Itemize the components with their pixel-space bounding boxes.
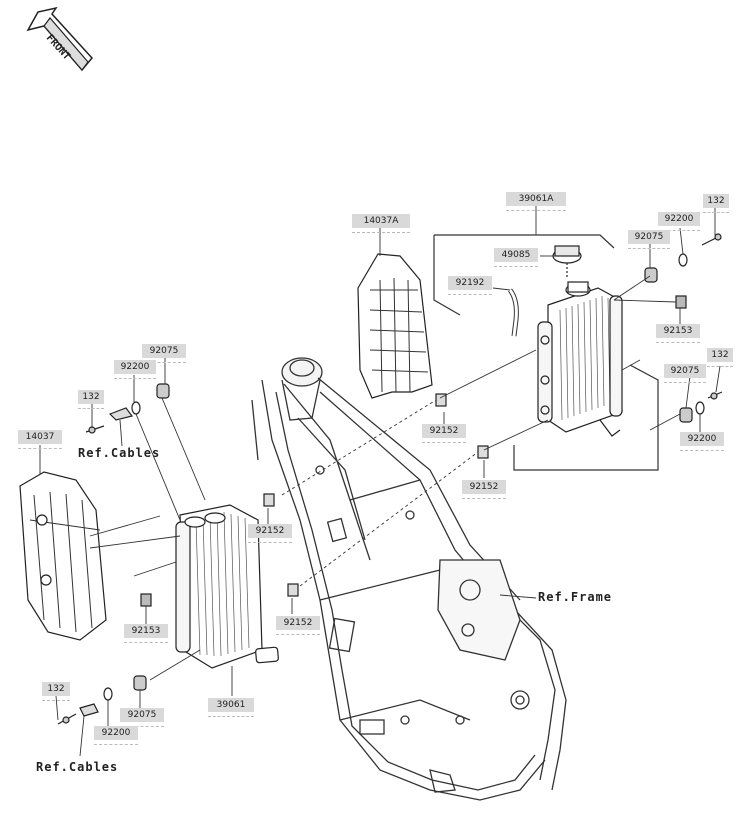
part-label-132: 132 (707, 348, 733, 367)
part-label-14037A: 14037A (352, 214, 410, 233)
part-label-92192: 92192 (448, 276, 492, 295)
part-label-92075: 92075 (142, 344, 186, 363)
frame-drawing (251, 357, 567, 801)
part-label-132: 132 (42, 682, 70, 701)
part-label-92075: 92075 (120, 708, 164, 727)
part-label-49085: 49085 (494, 248, 538, 267)
ref-frame-label: Ref.Frame (538, 590, 613, 604)
shroud-right-drawing (357, 253, 433, 399)
part-label-92152: 92152 (422, 424, 466, 443)
part-label-132: 132 (78, 390, 104, 409)
part-label-39061A: 39061A (506, 192, 566, 211)
part-label-92075: 92075 (628, 230, 670, 249)
part-label-92075: 92075 (664, 364, 706, 383)
part-label-92200: 92200 (680, 432, 724, 451)
radiator-right-drawing (433, 234, 659, 471)
part-label-92200: 92200 (658, 212, 700, 231)
part-label-14037: 14037 (18, 430, 62, 449)
radiator-left-drawing (175, 504, 279, 669)
front-arrow-icon: FRONT (26, 6, 93, 72)
part-label-92153: 92153 (656, 324, 700, 343)
part-label-92200: 92200 (94, 726, 138, 745)
shroud-left-drawing (19, 471, 107, 641)
part-label-92152: 92152 (276, 616, 320, 635)
ref-cables-label-bottom: Ref.Cables (36, 760, 119, 774)
part-label-132: 132 (703, 194, 729, 213)
part-label-92152: 92152 (248, 524, 292, 543)
part-label-92153: 92153 (124, 624, 168, 643)
part-label-92200: 92200 (114, 360, 156, 379)
part-label-92152: 92152 (462, 480, 506, 499)
ref-cables-label-top: Ref.Cables (78, 446, 161, 460)
part-label-39061: 39061 (208, 698, 254, 717)
